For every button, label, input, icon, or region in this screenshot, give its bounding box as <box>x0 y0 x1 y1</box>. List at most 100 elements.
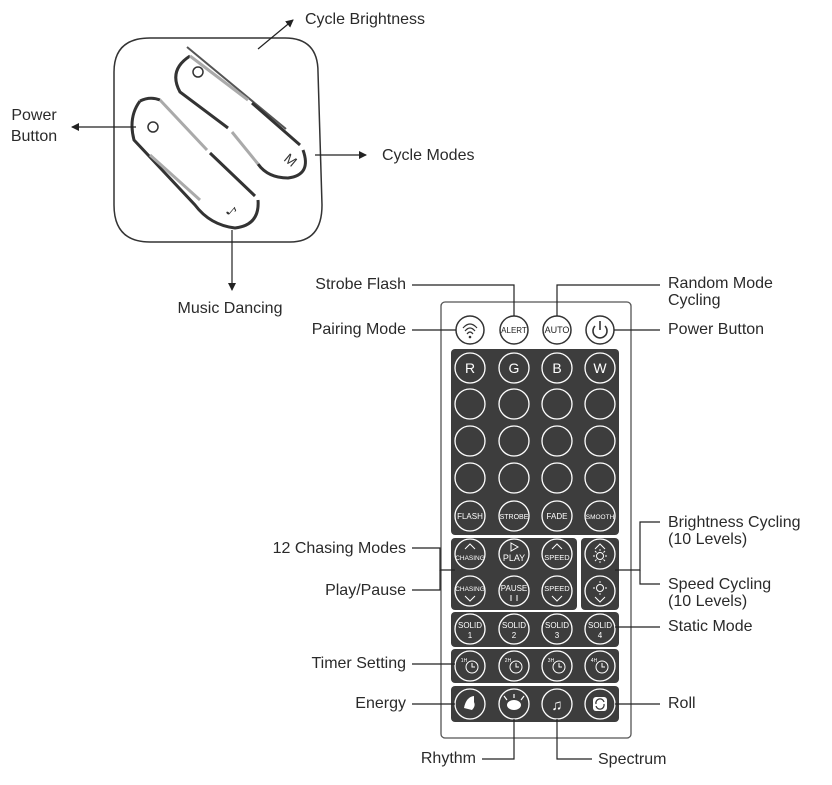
svg-text:3: 3 <box>555 631 560 640</box>
brightness-modes-rocker[interactable]: M <box>174 46 307 180</box>
color-button[interactable] <box>584 462 616 494</box>
svg-text:SOLID: SOLID <box>502 621 526 630</box>
chasing-modes-label: 12 Chasing Modes <box>272 540 406 557</box>
timer-3h-button[interactable]: 3H <box>541 650 573 682</box>
random-mode-label-line1: Random Mode <box>668 275 773 292</box>
spectrum-label: Spectrum <box>598 751 667 768</box>
speed-down-button[interactable]: SPEED <box>541 575 573 607</box>
power-button[interactable] <box>585 315 615 345</box>
svg-text:CHASING: CHASING <box>455 586 485 593</box>
svg-text:SOLID: SOLID <box>458 621 482 630</box>
smooth-button[interactable]: SMOOTH <box>584 500 616 532</box>
svg-text:SMOOTH: SMOOTH <box>586 514 615 521</box>
chasing-up-button[interactable]: CHASING <box>454 538 486 570</box>
speed-up-button[interactable]: SPEED <box>541 538 573 570</box>
static-mode-label: Static Mode <box>668 618 753 635</box>
color-button[interactable] <box>498 425 530 457</box>
color-button[interactable] <box>454 425 486 457</box>
pairing-button[interactable] <box>455 315 485 345</box>
color-button[interactable] <box>498 388 530 420</box>
brightness-down-button[interactable] <box>584 575 616 607</box>
clock-icon <box>595 660 609 674</box>
fade-button[interactable]: FADE <box>541 500 573 532</box>
svg-text:SOLID: SOLID <box>545 621 569 630</box>
strobe-flash-label: Strobe Flash <box>315 276 406 293</box>
auto-label: AUTO <box>545 325 570 335</box>
brightness-cycling-label-line1: Brightness Cycling <box>668 514 801 531</box>
play-button[interactable]: PLAY <box>498 538 530 570</box>
small-power-icon <box>147 121 159 133</box>
svg-text:SOLID: SOLID <box>588 621 612 630</box>
svg-text:PAUSE: PAUSE <box>501 584 528 593</box>
roll-label: Roll <box>668 695 696 712</box>
music-panel <box>451 686 619 722</box>
flash-button[interactable]: FLASH <box>454 500 486 532</box>
power-button-label: Power Button <box>668 321 765 338</box>
energy-icon <box>464 696 475 710</box>
color-button[interactable] <box>454 462 486 494</box>
w-button[interactable]: W <box>584 352 616 384</box>
small-remote-body <box>113 37 323 243</box>
brightness-up-button[interactable] <box>584 538 616 570</box>
clock-icon <box>552 660 566 674</box>
power-button-label-line1: Power <box>11 107 57 124</box>
solid-panel <box>451 612 619 647</box>
rhythm-icon <box>507 700 521 710</box>
svg-text:1H: 1H <box>461 658 468 664</box>
color-button[interactable] <box>541 462 573 494</box>
sun-icon <box>596 584 604 592</box>
spectrum-button[interactable]: ♫ <box>541 688 573 720</box>
power-button-label-line2: Button <box>10 128 58 145</box>
svg-text:4H: 4H <box>591 658 598 664</box>
rhythm-label: Rhythm <box>420 750 476 767</box>
roll-button[interactable] <box>584 688 616 720</box>
svg-text:W: W <box>593 360 607 376</box>
alert-button[interactable]: ALERT <box>499 315 529 345</box>
sun-icon <box>596 552 604 560</box>
leader-lines <box>412 284 660 760</box>
small-remote: M ♪ <box>71 19 367 291</box>
b-button[interactable]: B <box>541 352 573 384</box>
color-button[interactable] <box>584 388 616 420</box>
cycle-brightness-label: Cycle Brightness <box>305 11 426 28</box>
effect-row: FLASH STROBE FADE SMOOTH <box>454 500 616 532</box>
rhythm-button[interactable] <box>498 688 530 720</box>
color-button[interactable] <box>454 388 486 420</box>
color-button[interactable] <box>541 425 573 457</box>
color-button[interactable] <box>498 462 530 494</box>
big-remote: ALERT AUTO R G B W <box>412 284 660 760</box>
power-music-rocker[interactable]: ♪ <box>130 96 260 230</box>
pairing-mode-label: Pairing Mode <box>311 321 406 338</box>
strobe-button[interactable]: STROBE <box>498 500 530 532</box>
rgbw-row: R G B W <box>454 352 616 384</box>
brightness-icon <box>192 66 204 78</box>
auto-button[interactable]: AUTO <box>542 315 572 345</box>
play-pause-label: Play/Pause <box>325 582 406 599</box>
svg-text:B: B <box>552 360 561 376</box>
color-button[interactable] <box>541 388 573 420</box>
r-button[interactable]: R <box>454 352 486 384</box>
svg-text:2H: 2H <box>505 658 512 664</box>
timer-2h-button[interactable]: 2H <box>498 650 530 682</box>
random-mode-label-line2: Cycling <box>668 292 721 309</box>
svg-text:G: G <box>509 360 520 376</box>
svg-text:FADE: FADE <box>547 512 568 521</box>
svg-text:FLASH: FLASH <box>457 512 483 521</box>
energy-button[interactable] <box>454 688 486 720</box>
g-button[interactable]: G <box>498 352 530 384</box>
svg-text:PLAY: PLAY <box>503 553 525 563</box>
energy-label: Energy <box>355 695 406 712</box>
color-button[interactable] <box>584 425 616 457</box>
speed-cycling-label-line1: Speed Cycling <box>668 576 772 593</box>
svg-text:R: R <box>465 360 475 376</box>
timer-4h-button[interactable]: 4H <box>584 650 616 682</box>
chasing-down-button[interactable]: CHASING <box>454 575 486 607</box>
pause-button[interactable]: PAUSE <box>498 575 530 607</box>
timer-1h-button[interactable]: 1H <box>454 650 486 682</box>
cycle-modes-label: Cycle Modes <box>382 147 475 164</box>
